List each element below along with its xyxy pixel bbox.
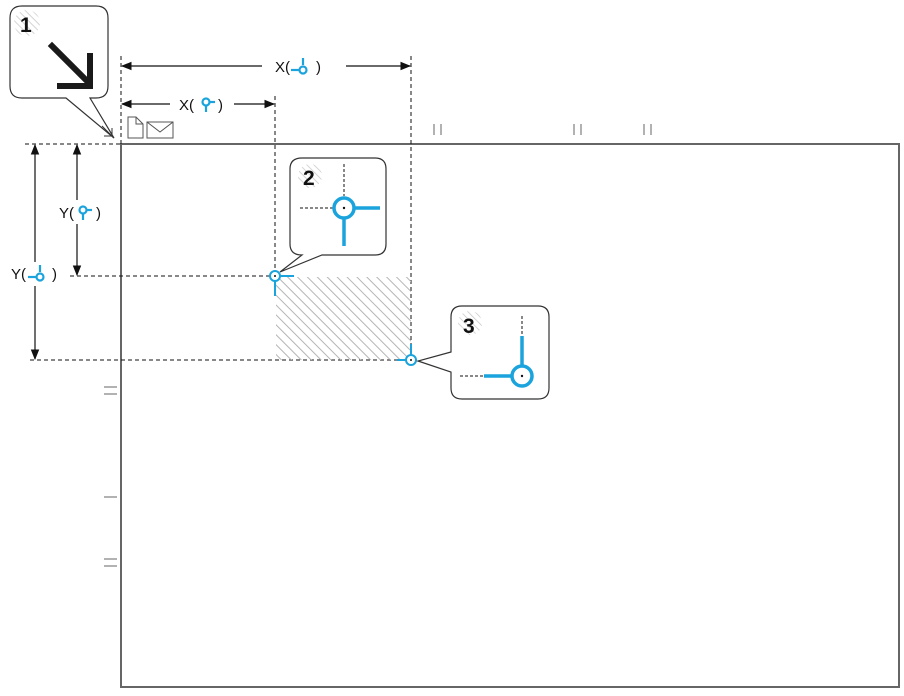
y-end-label: Y()	[11, 266, 57, 283]
start-point-icon	[78, 205, 92, 220]
start-point-icon	[201, 97, 215, 112]
diagonal-arrow-icon	[47, 41, 93, 89]
callout-2-number: 2	[303, 167, 315, 190]
region-end-marker	[397, 344, 417, 366]
document-icon	[127, 116, 144, 139]
selected-region	[276, 277, 411, 360]
y-start-label: Y()	[59, 205, 101, 222]
region-start-corner-icon	[300, 164, 380, 246]
x-end-label: X()	[275, 59, 321, 76]
envelope-icon	[146, 121, 174, 139]
callout-3: 3	[415, 305, 550, 400]
region-end-corner-icon	[460, 316, 534, 388]
end-point-icon	[291, 58, 308, 75]
end-point-icon	[28, 265, 45, 282]
callout-2: 2	[279, 157, 387, 273]
x-start-label: X()	[179, 97, 223, 114]
region-start-marker	[269, 270, 294, 296]
callout-3-number: 3	[463, 315, 475, 338]
callout-1-number: 1	[20, 14, 32, 37]
page-frame	[120, 143, 900, 688]
ruler-ticks	[104, 124, 652, 567]
callout-1: 1	[9, 5, 115, 139]
